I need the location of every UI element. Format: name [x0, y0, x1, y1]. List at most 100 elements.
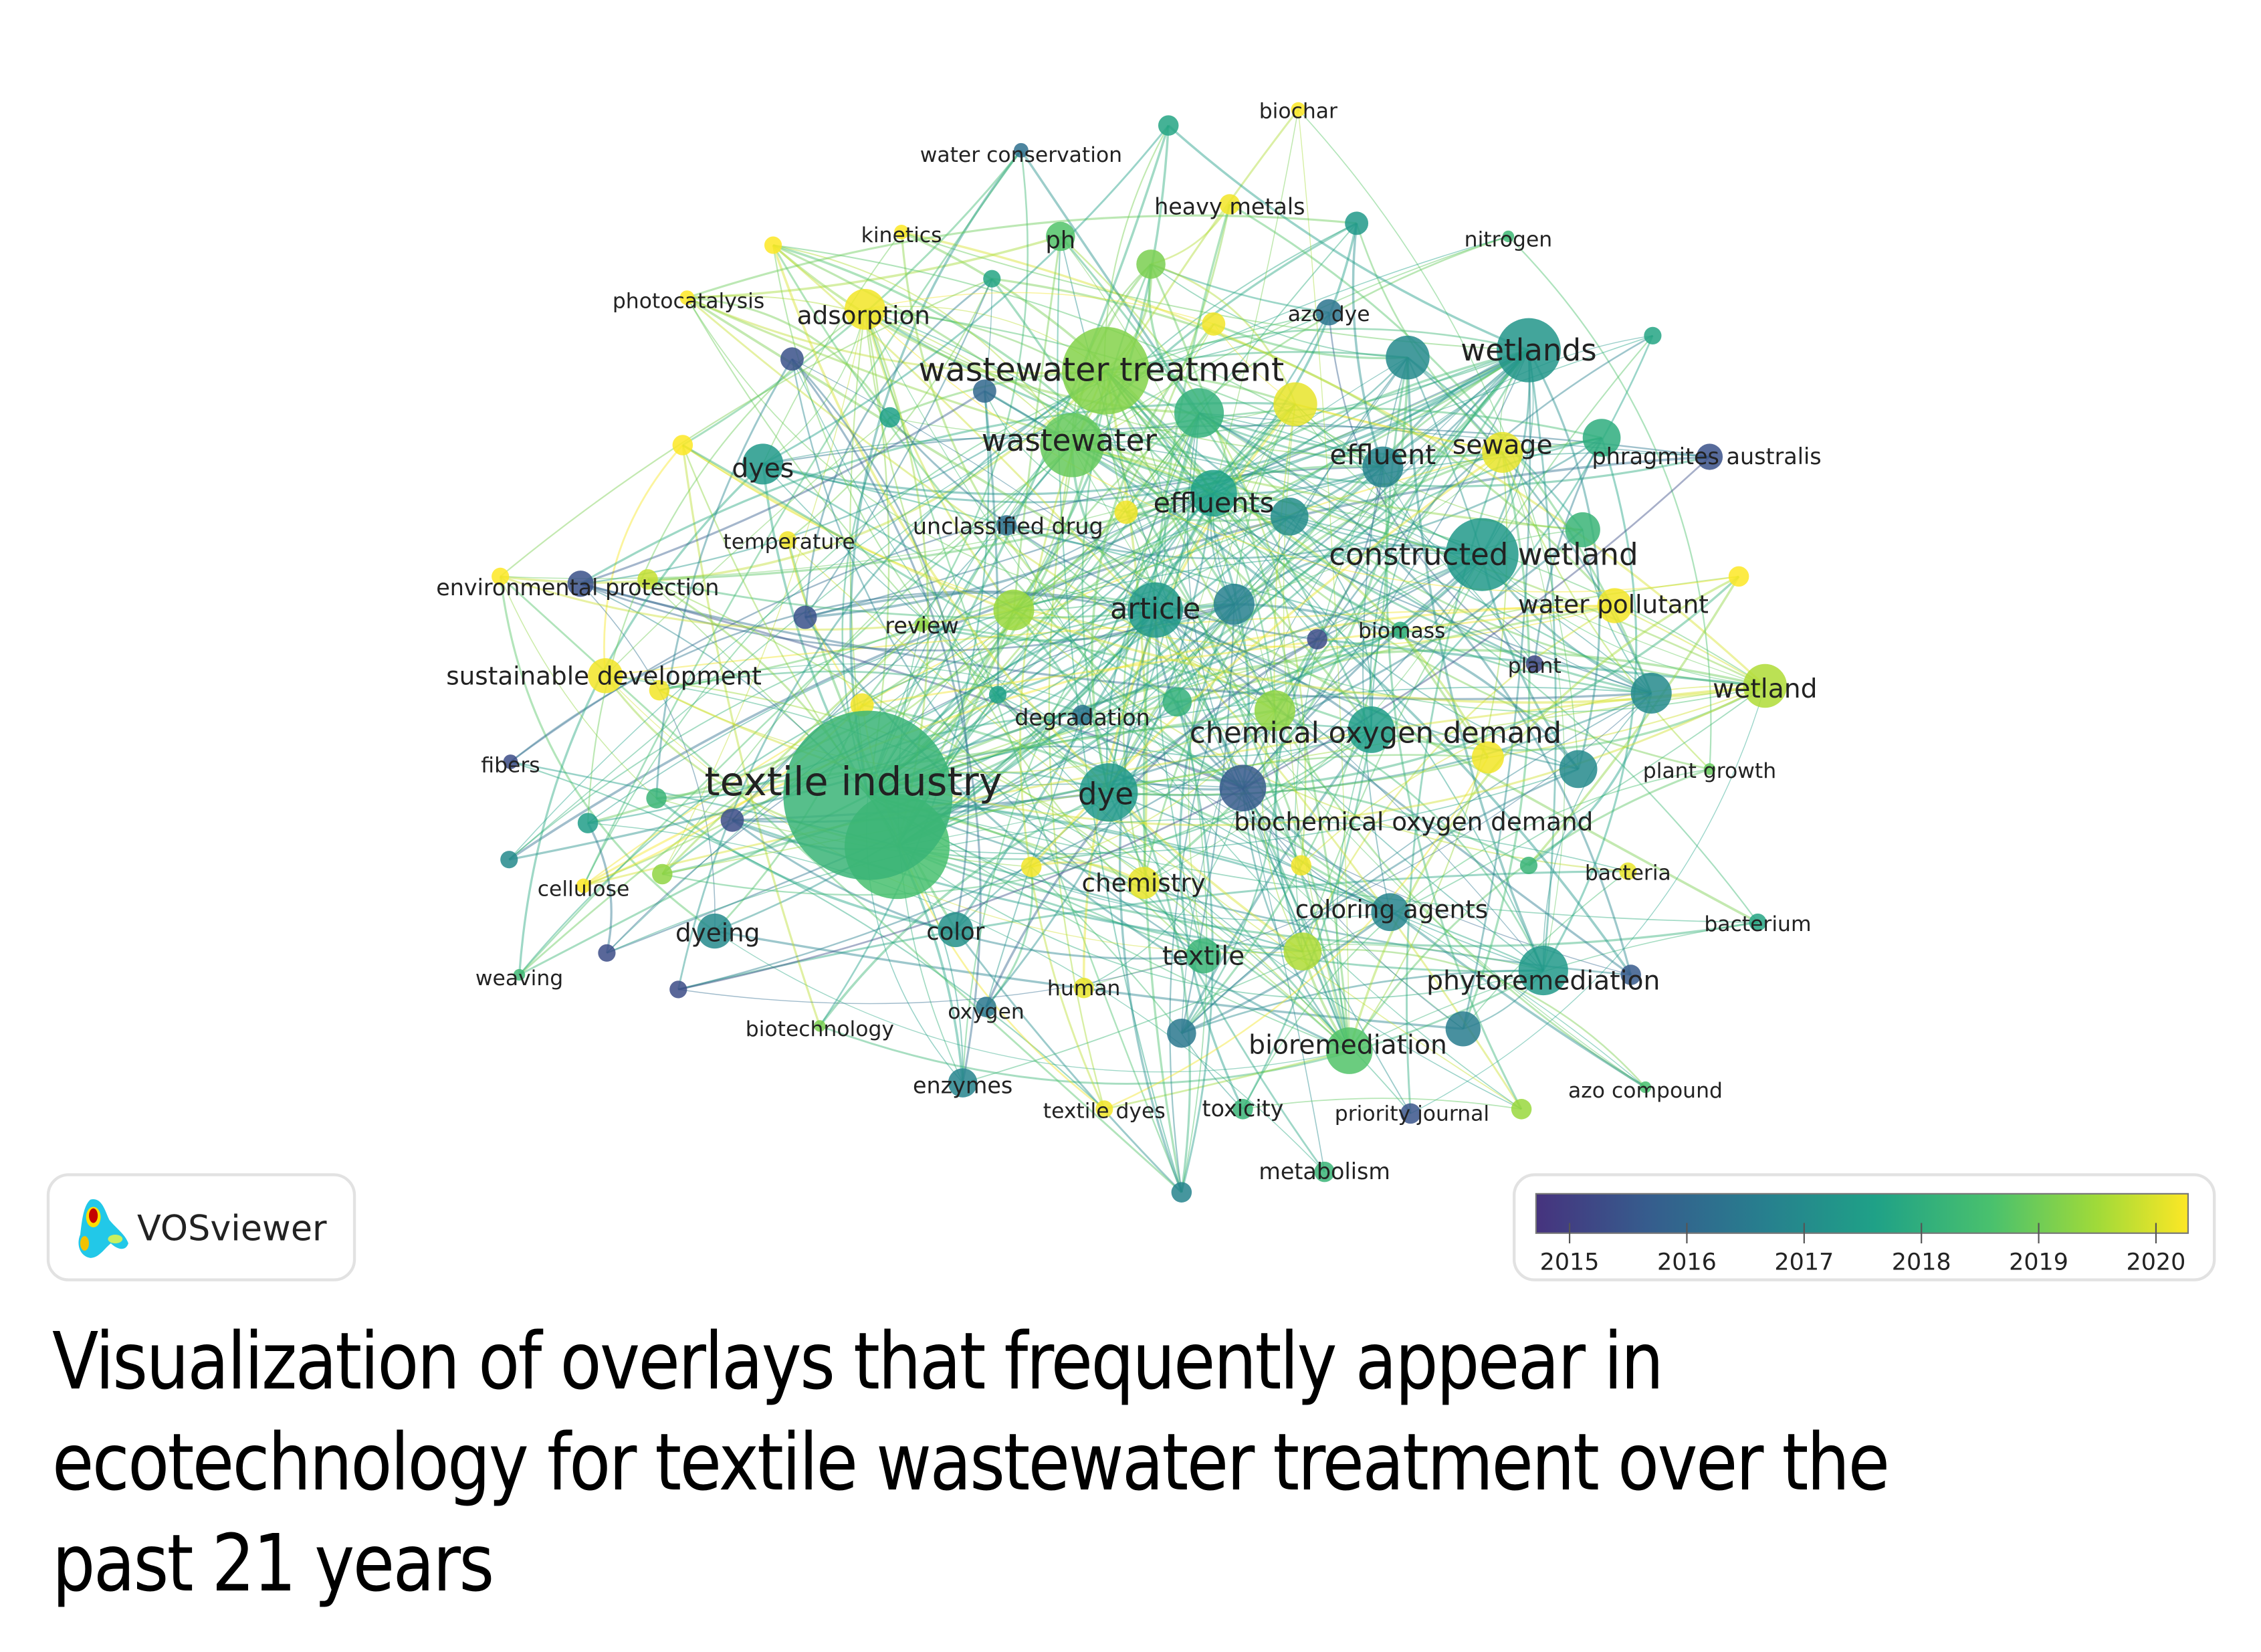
node-chemical-oxygen-demand[interactable]: [1348, 706, 1395, 753]
label-wetland[interactable]: wetland: [1713, 674, 1817, 704]
label-biochemical-oxygen-demand[interactable]: biochemical oxygen demand: [1234, 807, 1593, 837]
node-degradation[interactable]: [1072, 704, 1093, 726]
label-coloring-agents[interactable]: coloring agents: [1295, 894, 1489, 924]
label-phytoremediation[interactable]: phytoremediation: [1426, 966, 1660, 996]
node-priority-journal[interactable]: [1400, 1103, 1421, 1124]
node-textile-industry[interactable]: [783, 710, 953, 880]
node-biochar[interactable]: [1291, 102, 1306, 117]
vosviewer-logo[interactable]: VOSviewer: [46, 1173, 356, 1281]
label-chemistry[interactable]: chemistry: [1082, 868, 1206, 898]
network-node[interactable]: [1511, 1099, 1532, 1120]
label-human[interactable]: human: [1047, 976, 1121, 1001]
label-dyeing[interactable]: dyeing: [675, 918, 760, 947]
network-node[interactable]: [492, 567, 510, 585]
network-node[interactable]: [1114, 500, 1138, 524]
node-bacteria[interactable]: [1619, 862, 1637, 880]
node-sustainable-development[interactable]: [588, 658, 623, 694]
node-human[interactable]: [1073, 977, 1094, 999]
label-wastewater-treatment[interactable]: wastewater treatment: [918, 350, 1284, 389]
label-article[interactable]: article: [1110, 593, 1200, 626]
network-node[interactable]: [1519, 856, 1538, 875]
node-bioremediation[interactable]: [1325, 1027, 1373, 1074]
label-fibers[interactable]: fibers: [481, 753, 540, 777]
network-node[interactable]: [764, 236, 782, 254]
label-water-conservation[interactable]: water conservation: [920, 143, 1122, 167]
node-wastewater-treatment[interactable]: [1061, 326, 1150, 415]
node-adsorption[interactable]: [844, 289, 886, 330]
network-node[interactable]: [1273, 382, 1317, 427]
node-cellulose[interactable]: [576, 878, 591, 894]
node-wetland[interactable]: [1743, 663, 1788, 708]
node-nitrogen[interactable]: [1502, 230, 1515, 243]
label-unclassified-drug[interactable]: unclassified drug: [913, 514, 1103, 540]
label-bacterium[interactable]: bacterium: [1704, 912, 1811, 936]
network-node[interactable]: [988, 686, 1007, 704]
label-plant-growth[interactable]: plant growth: [1643, 759, 1776, 783]
network-node[interactable]: [1559, 750, 1598, 789]
network-node[interactable]: [672, 435, 693, 455]
label-plant[interactable]: plant: [1508, 654, 1562, 678]
network-node[interactable]: [1630, 672, 1672, 714]
node-unclassified-drug[interactable]: [996, 515, 1017, 536]
node-dye[interactable]: [1079, 763, 1138, 822]
network-node[interactable]: [972, 379, 996, 403]
label-environmental-protection[interactable]: environmental protection: [436, 575, 719, 601]
node-phytoremediation[interactable]: [1518, 945, 1568, 996]
network-node[interactable]: [793, 605, 817, 629]
label-effluents[interactable]: effluents: [1154, 487, 1274, 519]
node-article[interactable]: [1127, 582, 1184, 638]
node-constructed-wetland[interactable]: [1445, 518, 1519, 591]
network-node[interactable]: [1386, 335, 1430, 380]
label-nitrogen[interactable]: nitrogen: [1465, 228, 1553, 252]
network-node[interactable]: [1565, 512, 1600, 548]
node-water-pollutant[interactable]: [1597, 588, 1632, 623]
network-node[interactable]: [1283, 932, 1322, 971]
node-plant[interactable]: [1525, 655, 1543, 673]
label-ph[interactable]: ph: [1045, 227, 1075, 254]
node-weaving[interactable]: [513, 968, 526, 981]
label-sustainable-development[interactable]: sustainable development: [446, 661, 762, 690]
label-phragmites-australis[interactable]: phragmites australis: [1592, 443, 1822, 470]
label-effluent[interactable]: effluent: [1329, 439, 1436, 471]
node-azo-compound[interactable]: [1639, 1081, 1652, 1094]
label-textile[interactable]: textile: [1162, 941, 1245, 971]
node-effluents[interactable]: [1190, 470, 1237, 517]
network-node[interactable]: [1171, 1182, 1192, 1203]
node-water-conservation[interactable]: [1013, 142, 1029, 158]
label-oxygen[interactable]: oxygen: [948, 1000, 1025, 1024]
label-weaving[interactable]: weaving: [475, 966, 563, 991]
node-review[interactable]: [914, 617, 930, 632]
network-node[interactable]: [637, 569, 658, 590]
network-node[interactable]: [1136, 249, 1166, 279]
node-azo-dye[interactable]: [1315, 299, 1342, 326]
network-node[interactable]: [1345, 211, 1369, 235]
network-node[interactable]: [983, 270, 1001, 288]
label-adsorption[interactable]: adsorption: [797, 300, 930, 330]
node-ph[interactable]: [1045, 221, 1075, 251]
network-node[interactable]: [1620, 964, 1641, 985]
network-node[interactable]: [1020, 856, 1042, 877]
node-heavy-metals[interactable]: [1219, 194, 1241, 215]
label-azo-dye[interactable]: azo dye: [1288, 302, 1370, 326]
network-node[interactable]: [1202, 312, 1226, 336]
label-chemical-oxygen-demand[interactable]: chemical oxygen demand: [1190, 717, 1562, 750]
label-wastewater[interactable]: wastewater: [982, 423, 1158, 458]
network-node[interactable]: [646, 788, 667, 809]
network-node[interactable]: [1162, 687, 1192, 717]
label-textile-industry[interactable]: textile industry: [705, 758, 1002, 805]
network-node[interactable]: [1728, 566, 1749, 587]
node-textile-dyes[interactable]: [1095, 1100, 1113, 1118]
label-bacteria[interactable]: bacteria: [1585, 861, 1671, 886]
network-node[interactable]: [1158, 115, 1179, 136]
label-kinetics[interactable]: kinetics: [861, 223, 942, 247]
label-heavy-metals[interactable]: heavy metals: [1154, 194, 1305, 220]
network-node[interactable]: [993, 589, 1035, 631]
node-biomass[interactable]: [1391, 621, 1410, 639]
label-water-pollutant[interactable]: water pollutant: [1518, 589, 1709, 619]
label-dyes[interactable]: dyes: [732, 454, 794, 484]
node-wastewater[interactable]: [1040, 413, 1105, 478]
network-node[interactable]: [720, 808, 744, 832]
network-node[interactable]: [1644, 326, 1662, 344]
node-wetlands[interactable]: [1497, 318, 1561, 383]
label-review[interactable]: review: [885, 613, 958, 639]
